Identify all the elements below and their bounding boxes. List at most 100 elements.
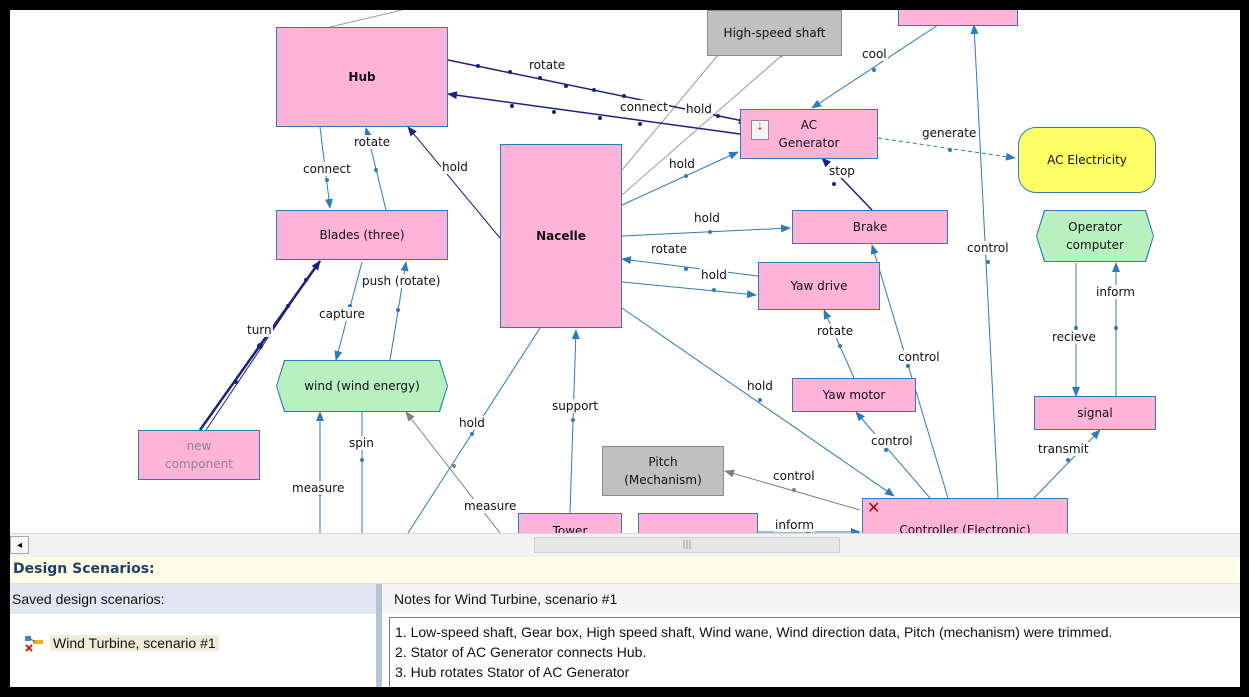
scenario-notes-textarea[interactable]: 1. Low-speed shaft, Gear box, High speed… [389, 617, 1240, 687]
delete-x-icon[interactable]: ✕ [867, 498, 881, 517]
node-brake-label: Brake [852, 220, 888, 234]
link-hss-up[interactable] [621, 54, 719, 171]
link-cool[interactable] [811, 24, 939, 109]
link-hold-nacelle-ctrl[interactable] [621, 307, 895, 497]
node-hub[interactable]: Hub [276, 27, 448, 127]
link-control-brake[interactable] [870, 244, 949, 499]
edge-label-spin: spin [348, 436, 375, 450]
link-hold-nacelle-brake[interactable] [621, 224, 791, 237]
node-nacelle-label: Nacelle [536, 229, 586, 243]
link-hold-wind[interactable] [407, 327, 541, 533]
edge-label-push-rotate: push (rotate) [361, 274, 442, 288]
node-ac-generator[interactable]: AC Generator ⇣ [740, 109, 878, 159]
design-scenarios-title: Design Scenarios: [13, 561, 155, 577]
edge-label-control: control [772, 469, 816, 483]
edge-label-control: control [966, 241, 1010, 255]
horizontal-scrollbar[interactable]: ◂ ||| [10, 533, 1240, 557]
node-signal-label: signal [1077, 406, 1113, 420]
node-pitch-mechanism-label-1: Pitch [648, 455, 678, 469]
application-frame: Hub High-speed shaft AC Generator ⇣ AC E… [10, 10, 1240, 687]
scenario-notes-heading: Notes for Wind Turbine, scenario #1 [382, 584, 1240, 614]
edge-label-support: support [551, 399, 600, 413]
node-yaw-motor-label: Yaw motor [822, 388, 886, 402]
node-new-component-label-2: component [165, 457, 233, 471]
link-hold-nacelle-hub[interactable] [407, 126, 501, 239]
scenario-list-item-label: Wind Turbine, scenario #1 [50, 635, 219, 651]
scenario-list-item[interactable]: Wind Turbine, scenario #1 [24, 632, 219, 654]
node-offscreen-top[interactable] [898, 10, 1018, 26]
link-rotate-yaw-nacelle[interactable] [621, 256, 759, 277]
node-yaw-motor[interactable]: Yaw motor [792, 378, 916, 412]
design-scenarios-header: Design Scenarios: [10, 557, 1240, 584]
edge-label-rotate: rotate [816, 324, 855, 338]
node-tower[interactable]: Tower [518, 513, 622, 533]
node-unnamed-bottom[interactable] [638, 513, 758, 533]
node-pitch-mechanism[interactable]: Pitch (Mechanism) [602, 446, 724, 496]
link-control-motor[interactable] [855, 411, 931, 499]
node-operator-computer[interactable]: Operator computer [1036, 210, 1154, 262]
edge-label-inform: inform [1095, 285, 1136, 299]
edge-label-hold: hold [458, 416, 486, 430]
edge-label-measure: measure [463, 499, 518, 513]
link-transmit[interactable] [1033, 429, 1101, 499]
node-brake[interactable]: Brake [792, 210, 948, 244]
node-high-speed-shaft-label: High-speed shaft [723, 26, 826, 40]
edge-label-rotate: rotate [650, 242, 689, 256]
link-hold-nacelle-gen[interactable] [621, 151, 739, 206]
note-line: 2. Stator of AC Generator connects Hub. [395, 644, 647, 660]
link-generate[interactable] [877, 137, 1016, 161]
node-ac-generator-label-1: AC [800, 118, 818, 132]
node-wind[interactable]: wind (wind energy) [276, 360, 448, 412]
node-blades-label: Blades (three) [319, 228, 405, 242]
edge-label-hold: hold [668, 157, 696, 171]
link-rotate-motor-drive[interactable] [823, 309, 855, 379]
saved-scenarios-pane: Saved design scenarios: Wind Turbine, sc… [10, 584, 376, 687]
pane-splitter[interactable] [376, 584, 382, 687]
edge-label-hold: hold [746, 379, 774, 393]
edge-label-stop: stop [828, 164, 856, 178]
scroll-left-arrow-icon[interactable]: ◂ [10, 536, 29, 554]
saved-scenarios-heading: Saved design scenarios: [10, 584, 376, 614]
node-controller-label: Controller (Electronic) [899, 523, 1031, 533]
scenario-icon [25, 636, 43, 652]
edge-label-rotate: rotate [528, 58, 567, 72]
node-nacelle[interactable]: Nacelle [500, 144, 622, 328]
node-controller[interactable]: Controller (Electronic) ✕ [862, 498, 1068, 533]
edge-label-inform: inform [774, 518, 815, 532]
edge-label-control: control [870, 434, 914, 448]
component-icon: ⇣ [751, 120, 769, 140]
function-model-canvas[interactable]: Hub High-speed shaft AC Generator ⇣ AC E… [10, 10, 1240, 533]
node-tower-label: Tower [552, 524, 588, 533]
scroll-thumb[interactable]: ||| [534, 537, 840, 553]
link-offscreen-hub[interactable] [329, 10, 403, 28]
edge-label-recieve: recieve [1051, 330, 1097, 344]
node-ac-electricity[interactable]: AC Electricity [1018, 127, 1156, 193]
edge-label-turn: turn [246, 323, 273, 337]
node-high-speed-shaft[interactable]: High-speed shaft [707, 10, 842, 56]
link-hss-hold[interactable] [621, 48, 790, 196]
link-hold-nacelle-yaw[interactable] [621, 281, 757, 299]
node-wind-label: wind (wind energy) [304, 379, 420, 393]
edge-label-connect: connect [302, 162, 352, 176]
edge-label-hold: hold [700, 268, 728, 282]
link-connect-gen-hub[interactable] [447, 91, 741, 135]
edge-label-rotate: rotate [353, 135, 392, 149]
node-blades[interactable]: Blades (three) [276, 210, 448, 260]
node-operator-computer-fill: Operator computer [1037, 211, 1153, 261]
edge-label-hold: hold [441, 160, 469, 174]
node-operator-computer-label-2: computer [1066, 238, 1124, 252]
note-line: 1. Low-speed shaft, Gear box, High speed… [395, 624, 1113, 640]
node-yaw-drive[interactable]: Yaw drive [758, 262, 880, 310]
node-new-component[interactable]: new component [138, 430, 260, 480]
edge-label-hold: hold [685, 102, 713, 116]
edge-label-connect: connect [619, 100, 669, 114]
edge-label-hold: hold [693, 211, 721, 225]
link-control-gen[interactable] [970, 24, 999, 499]
node-ac-electricity-label: AC Electricity [1047, 153, 1127, 167]
node-signal[interactable]: signal [1034, 396, 1156, 430]
node-wind-fill: wind (wind energy) [277, 361, 447, 411]
edge-label-cool: cool [861, 47, 888, 61]
node-ac-generator-label-2: Generator [778, 136, 840, 150]
note-line: 3. Hub rotates Stator of AC Generator [395, 664, 630, 680]
scenario-notes-pane: Notes for Wind Turbine, scenario #1 1. L… [382, 584, 1240, 687]
